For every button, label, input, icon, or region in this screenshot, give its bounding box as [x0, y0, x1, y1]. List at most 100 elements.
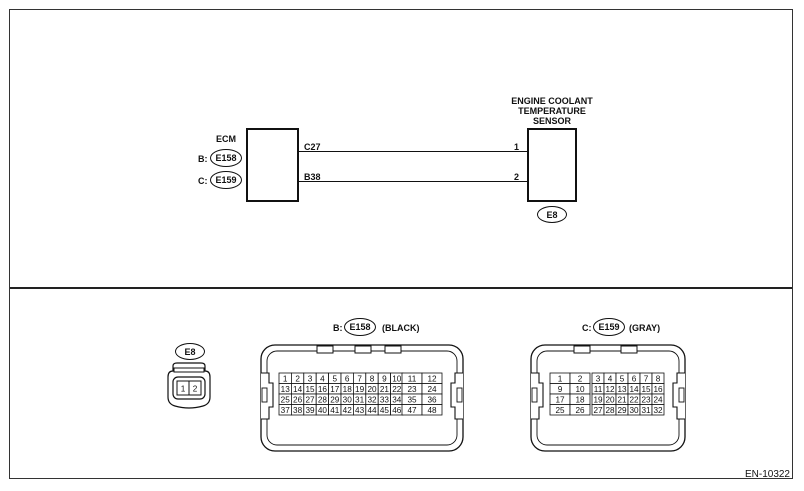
connector-e159-prefix: C:: [582, 323, 592, 333]
e158-pin-21: 21: [380, 385, 390, 394]
e158-pin-33: 33: [380, 395, 390, 404]
e158-pin-32: 32: [367, 395, 377, 404]
e159-pin-29: 29: [617, 406, 627, 415]
e159-pin-11: 11: [594, 385, 603, 394]
e159-pin-cell: [651, 404, 665, 416]
ecm-conn-b-prefix: B:: [198, 154, 208, 164]
e158-pin-47: 47: [407, 406, 417, 415]
section-divider: [10, 287, 792, 289]
wire-1: [299, 151, 527, 152]
wire-1-sensor-pin: 1: [514, 142, 520, 152]
e158-pin-44: 44: [367, 406, 377, 415]
e158-pin-9: 9: [382, 374, 387, 383]
e159-pin-1: 1: [558, 374, 563, 383]
e158-pin-25: 25: [281, 395, 291, 404]
e158-pin-12: 12: [427, 374, 437, 383]
e158-pin-37: 37: [281, 406, 291, 415]
e158-pin-11: 11: [408, 374, 417, 383]
e158-pin-48: 48: [427, 406, 437, 415]
e159-pin-28: 28: [605, 406, 615, 415]
e158-pin-40: 40: [318, 406, 328, 415]
e158-pin-17: 17: [330, 385, 340, 394]
e158-pin-30: 30: [343, 395, 353, 404]
sensor-label-line-1: ENGINE COOLANT: [511, 96, 593, 106]
e159-pin-14: 14: [629, 385, 639, 394]
connector-e159-color: (GRAY): [629, 323, 661, 333]
e158-pin-7: 7: [357, 374, 362, 383]
wire-2-ecm-pin: B38: [304, 172, 321, 182]
connector-e8-label: E8: [175, 343, 205, 360]
coolant-temp-sensor-box: [527, 128, 577, 202]
e159-pin-16: 16: [653, 385, 663, 394]
connector-e158-color: (BLACK): [382, 323, 420, 333]
e158-pin-1: 1: [283, 374, 288, 383]
wire-2-sensor-pin: 2: [514, 172, 520, 182]
e158-pin-13: 13: [281, 385, 291, 394]
e159-pin-25: 25: [555, 406, 565, 415]
e159-pin-5: 5: [620, 374, 625, 383]
e158-pin-46: 46: [392, 406, 402, 415]
e158-pin-18: 18: [343, 385, 353, 394]
e159-pin-4: 4: [608, 374, 613, 383]
e158-pin-26: 26: [293, 395, 303, 404]
e158-pin-4: 4: [320, 374, 325, 383]
e8-pin-1: 1: [181, 385, 186, 394]
e159-pin-6: 6: [632, 374, 637, 383]
e158-pin-38: 38: [293, 406, 303, 415]
e158-pin-24: 24: [427, 385, 437, 394]
e159-pin-13: 13: [617, 385, 627, 394]
connector-e159-label: E159: [593, 318, 625, 336]
e159-pin-30: 30: [629, 406, 639, 415]
e159-pin-12: 12: [605, 385, 615, 394]
e158-pin-cell: [421, 404, 443, 416]
e158-pin-8: 8: [370, 374, 375, 383]
e159-pin-20: 20: [605, 395, 615, 404]
e159-pin-21: 21: [617, 395, 627, 404]
e159-pin-cell: [569, 404, 591, 416]
sensor-label-line-2: TEMPERATURE: [518, 106, 586, 116]
diagram-frame: [9, 9, 793, 479]
e159-pin-32: 32: [653, 406, 663, 415]
e158-pin-14: 14: [293, 385, 303, 394]
e158-pin-35: 35: [407, 395, 417, 404]
e8-pin-2: 2: [193, 385, 198, 394]
e158-pin-15: 15: [305, 385, 315, 394]
e159-pin-15: 15: [641, 385, 651, 394]
e158-pin-19: 19: [355, 385, 365, 394]
e158-pin-36: 36: [427, 395, 437, 404]
connector-e158-prefix: B:: [333, 323, 343, 333]
e159-pin-10: 10: [575, 385, 585, 394]
e158-pin-43: 43: [355, 406, 365, 415]
sensor-label-line-3: SENSOR: [532, 116, 571, 126]
e158-pin-5: 5: [333, 374, 338, 383]
e159-pin-2: 2: [578, 374, 583, 383]
e159-pin-22: 22: [629, 395, 639, 404]
e158-pin-3: 3: [308, 374, 313, 383]
e158-pin-41: 41: [330, 406, 340, 415]
ecm-box: [246, 128, 299, 202]
e159-pin-26: 26: [575, 406, 585, 415]
connector-e8-face: 1 2: [167, 362, 211, 409]
e158-pin-28: 28: [318, 395, 328, 404]
e159-pin-9: 9: [558, 385, 563, 394]
e159-pin-7: 7: [644, 374, 649, 383]
connector-callout-e158: E158: [210, 149, 242, 167]
connector-e158-label: E158: [344, 318, 376, 336]
e158-pin-42: 42: [343, 406, 353, 415]
e158-pin-22: 22: [392, 385, 402, 394]
e158-pin-6: 6: [345, 374, 350, 383]
e158-pin-27: 27: [305, 395, 315, 404]
e158-pin-39: 39: [305, 406, 315, 415]
connector-callout-e8: E8: [537, 206, 567, 223]
e158-pin-10: 10: [392, 374, 402, 383]
e159-pin-19: 19: [593, 395, 603, 404]
connector-callout-e159: E159: [210, 171, 242, 189]
e158-pin-31: 31: [355, 395, 365, 404]
e158-pin-29: 29: [330, 395, 340, 404]
e159-pin-8: 8: [656, 374, 661, 383]
e159-pin-3: 3: [596, 374, 601, 383]
e159-pin-23: 23: [641, 395, 651, 404]
e158-pin-2: 2: [295, 374, 300, 383]
wire-2: [299, 181, 527, 182]
e158-pin-23: 23: [407, 385, 417, 394]
